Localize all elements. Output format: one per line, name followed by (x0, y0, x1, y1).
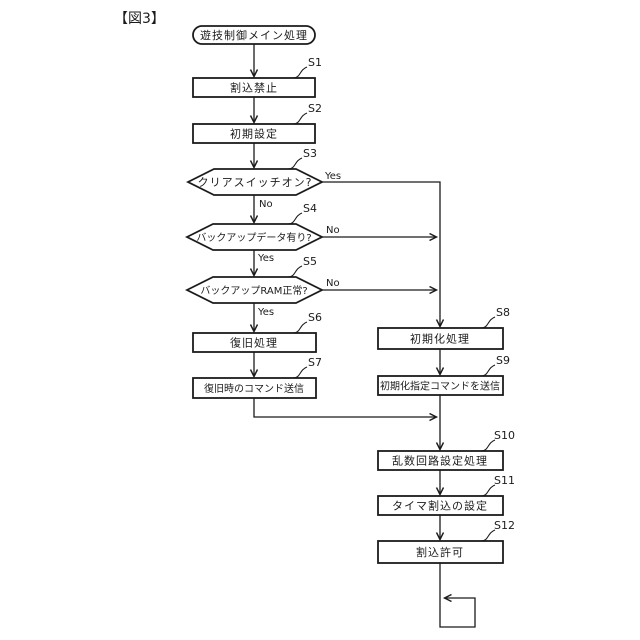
step-s6-leader (292, 321, 308, 334)
step-s7-id: S7 (308, 356, 322, 369)
step-s10-label: 乱数回路設定処理 (392, 454, 488, 468)
step-s3-decision (185, 168, 325, 196)
step-s5-id: S5 (303, 255, 317, 268)
step-s4-label: バックアップデータ有り? (196, 231, 311, 244)
step-s11-leader (480, 484, 496, 497)
step-s4-yes-label: Yes (257, 253, 274, 264)
connector-main-loop (439, 563, 476, 628)
step-s4-id: S4 (303, 202, 317, 215)
step-s10-leader (480, 439, 496, 452)
step-s3-id: S3 (303, 147, 317, 160)
connector-s3-yes-to-s8 (322, 181, 440, 327)
step-s8-box (377, 327, 504, 350)
step-s1-label: 割込禁止 (230, 81, 278, 95)
step-s3-leader (287, 157, 303, 170)
step-s2-id: S2 (308, 102, 322, 115)
step-s3-no-label: No (259, 199, 273, 210)
step-s12-box (377, 540, 504, 564)
step-s5-label: バックアップRAM正常? (200, 284, 307, 297)
step-s5-leader (287, 265, 303, 278)
connector-s7-merge (253, 398, 437, 417)
step-s5-decision (184, 276, 325, 304)
step-s3-label: クリアスイッチオン? (198, 176, 313, 189)
step-s7-leader (292, 366, 308, 379)
step-s5-yes-label: Yes (257, 307, 274, 318)
step-s2-leader (292, 112, 308, 125)
step-s12-label: 割込許可 (416, 545, 464, 559)
step-s6-label: 復旧処理 (230, 337, 278, 350)
step-s10-box (377, 450, 504, 471)
step-s1-leader (292, 66, 308, 79)
step-s7-box (192, 377, 317, 399)
start-terminal (192, 25, 316, 45)
step-s9-leader (480, 364, 496, 377)
step-s10-id: S10 (494, 429, 515, 442)
step-s6-box (192, 332, 317, 353)
step-s12-id: S12 (494, 519, 515, 532)
step-s3-yes-label: Yes (324, 171, 341, 182)
step-s2-box (192, 123, 316, 144)
step-s4-leader (287, 212, 303, 225)
step-s1-box (192, 77, 316, 98)
step-s6-id: S6 (308, 311, 322, 324)
step-s9-label: 初期化指定コマンドを送信 (380, 380, 500, 393)
step-s11-id: S11 (494, 474, 515, 487)
step-s8-leader (480, 316, 496, 329)
step-s5-no-label: No (326, 278, 340, 289)
step-s1-id: S1 (308, 56, 322, 69)
step-s7-label: 復旧時のコマンド送信 (204, 382, 304, 395)
step-s12-leader (480, 529, 496, 542)
start-terminal-label: 遊技制御メイン処理 (200, 28, 308, 42)
step-s9-box (377, 375, 504, 396)
figure-caption: 【図3】 (114, 11, 165, 27)
step-s9-id: S9 (496, 354, 510, 367)
step-s4-decision (184, 223, 325, 251)
step-s2-label: 初期設定 (230, 127, 278, 141)
step-s11-label: タイマ割込の設定 (392, 499, 488, 513)
step-s11-box (377, 495, 504, 516)
step-s4-no-label: No (326, 225, 340, 236)
step-s8-label: 初期化処理 (410, 332, 470, 346)
step-s8-id: S8 (496, 306, 510, 319)
